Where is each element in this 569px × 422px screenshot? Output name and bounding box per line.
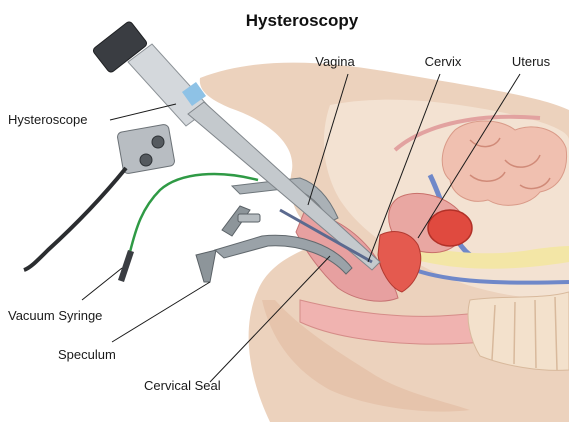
diagram-title: Hysteroscopy xyxy=(246,11,359,30)
speculum-screw xyxy=(238,214,260,222)
uterus-cavity xyxy=(428,210,472,246)
label-speculum: Speculum xyxy=(58,347,116,362)
leader-speculum xyxy=(112,282,210,342)
vacuum-syringe-tip xyxy=(118,250,134,282)
leader-vacuum-syringe xyxy=(82,268,122,300)
label-uterus: Uterus xyxy=(512,54,551,69)
label-cervix: Cervix xyxy=(425,54,462,69)
control-valve-bottom xyxy=(140,154,152,166)
label-hysteroscope: Hysteroscope xyxy=(8,112,87,127)
label-cervical-seal: Cervical Seal xyxy=(144,378,221,393)
hysteroscope-control-box xyxy=(117,124,176,174)
control-valve-top xyxy=(152,136,164,148)
label-vagina: Vagina xyxy=(315,54,355,69)
hysteroscope-cable xyxy=(24,168,126,270)
leader-hysteroscope xyxy=(110,104,176,120)
label-vacuum-syringe: Vacuum Syringe xyxy=(8,308,102,323)
